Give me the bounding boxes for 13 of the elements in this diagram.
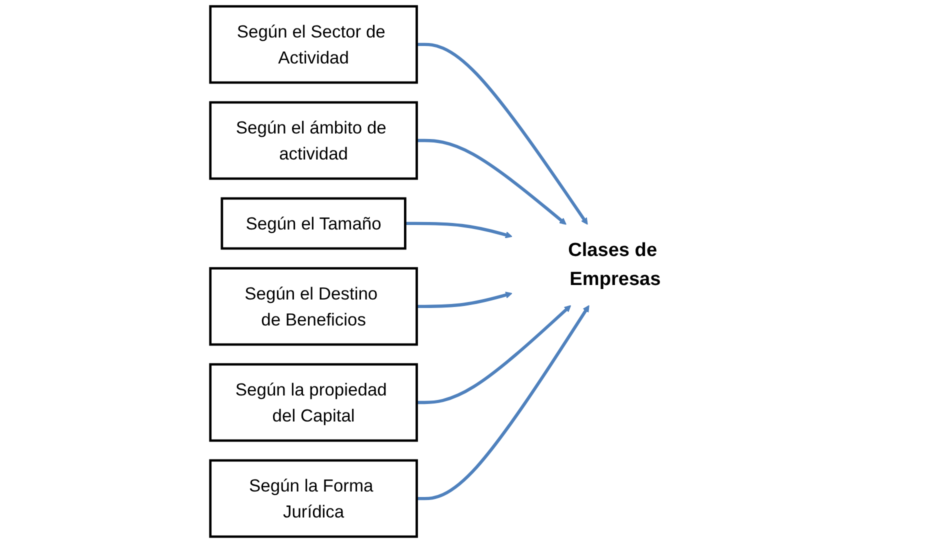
arrow <box>416 42 588 225</box>
node-box: Según el ámbito de actividad <box>209 101 418 180</box>
node-text: Clases de Empresas <box>568 240 661 290</box>
node-box: Según la Forma Jurídica <box>209 459 418 538</box>
arrow <box>416 305 590 500</box>
node-box: Según la propiedad del Capital <box>209 363 418 442</box>
arrow <box>416 138 567 225</box>
arrow <box>416 305 572 404</box>
arrow <box>416 292 512 308</box>
node-box: Según el Tamaño <box>220 197 406 250</box>
arrow <box>405 222 512 238</box>
node-box: Según el Sector de Actividad <box>209 5 418 84</box>
node-box: Según el Destino de Beneficios <box>209 267 418 346</box>
